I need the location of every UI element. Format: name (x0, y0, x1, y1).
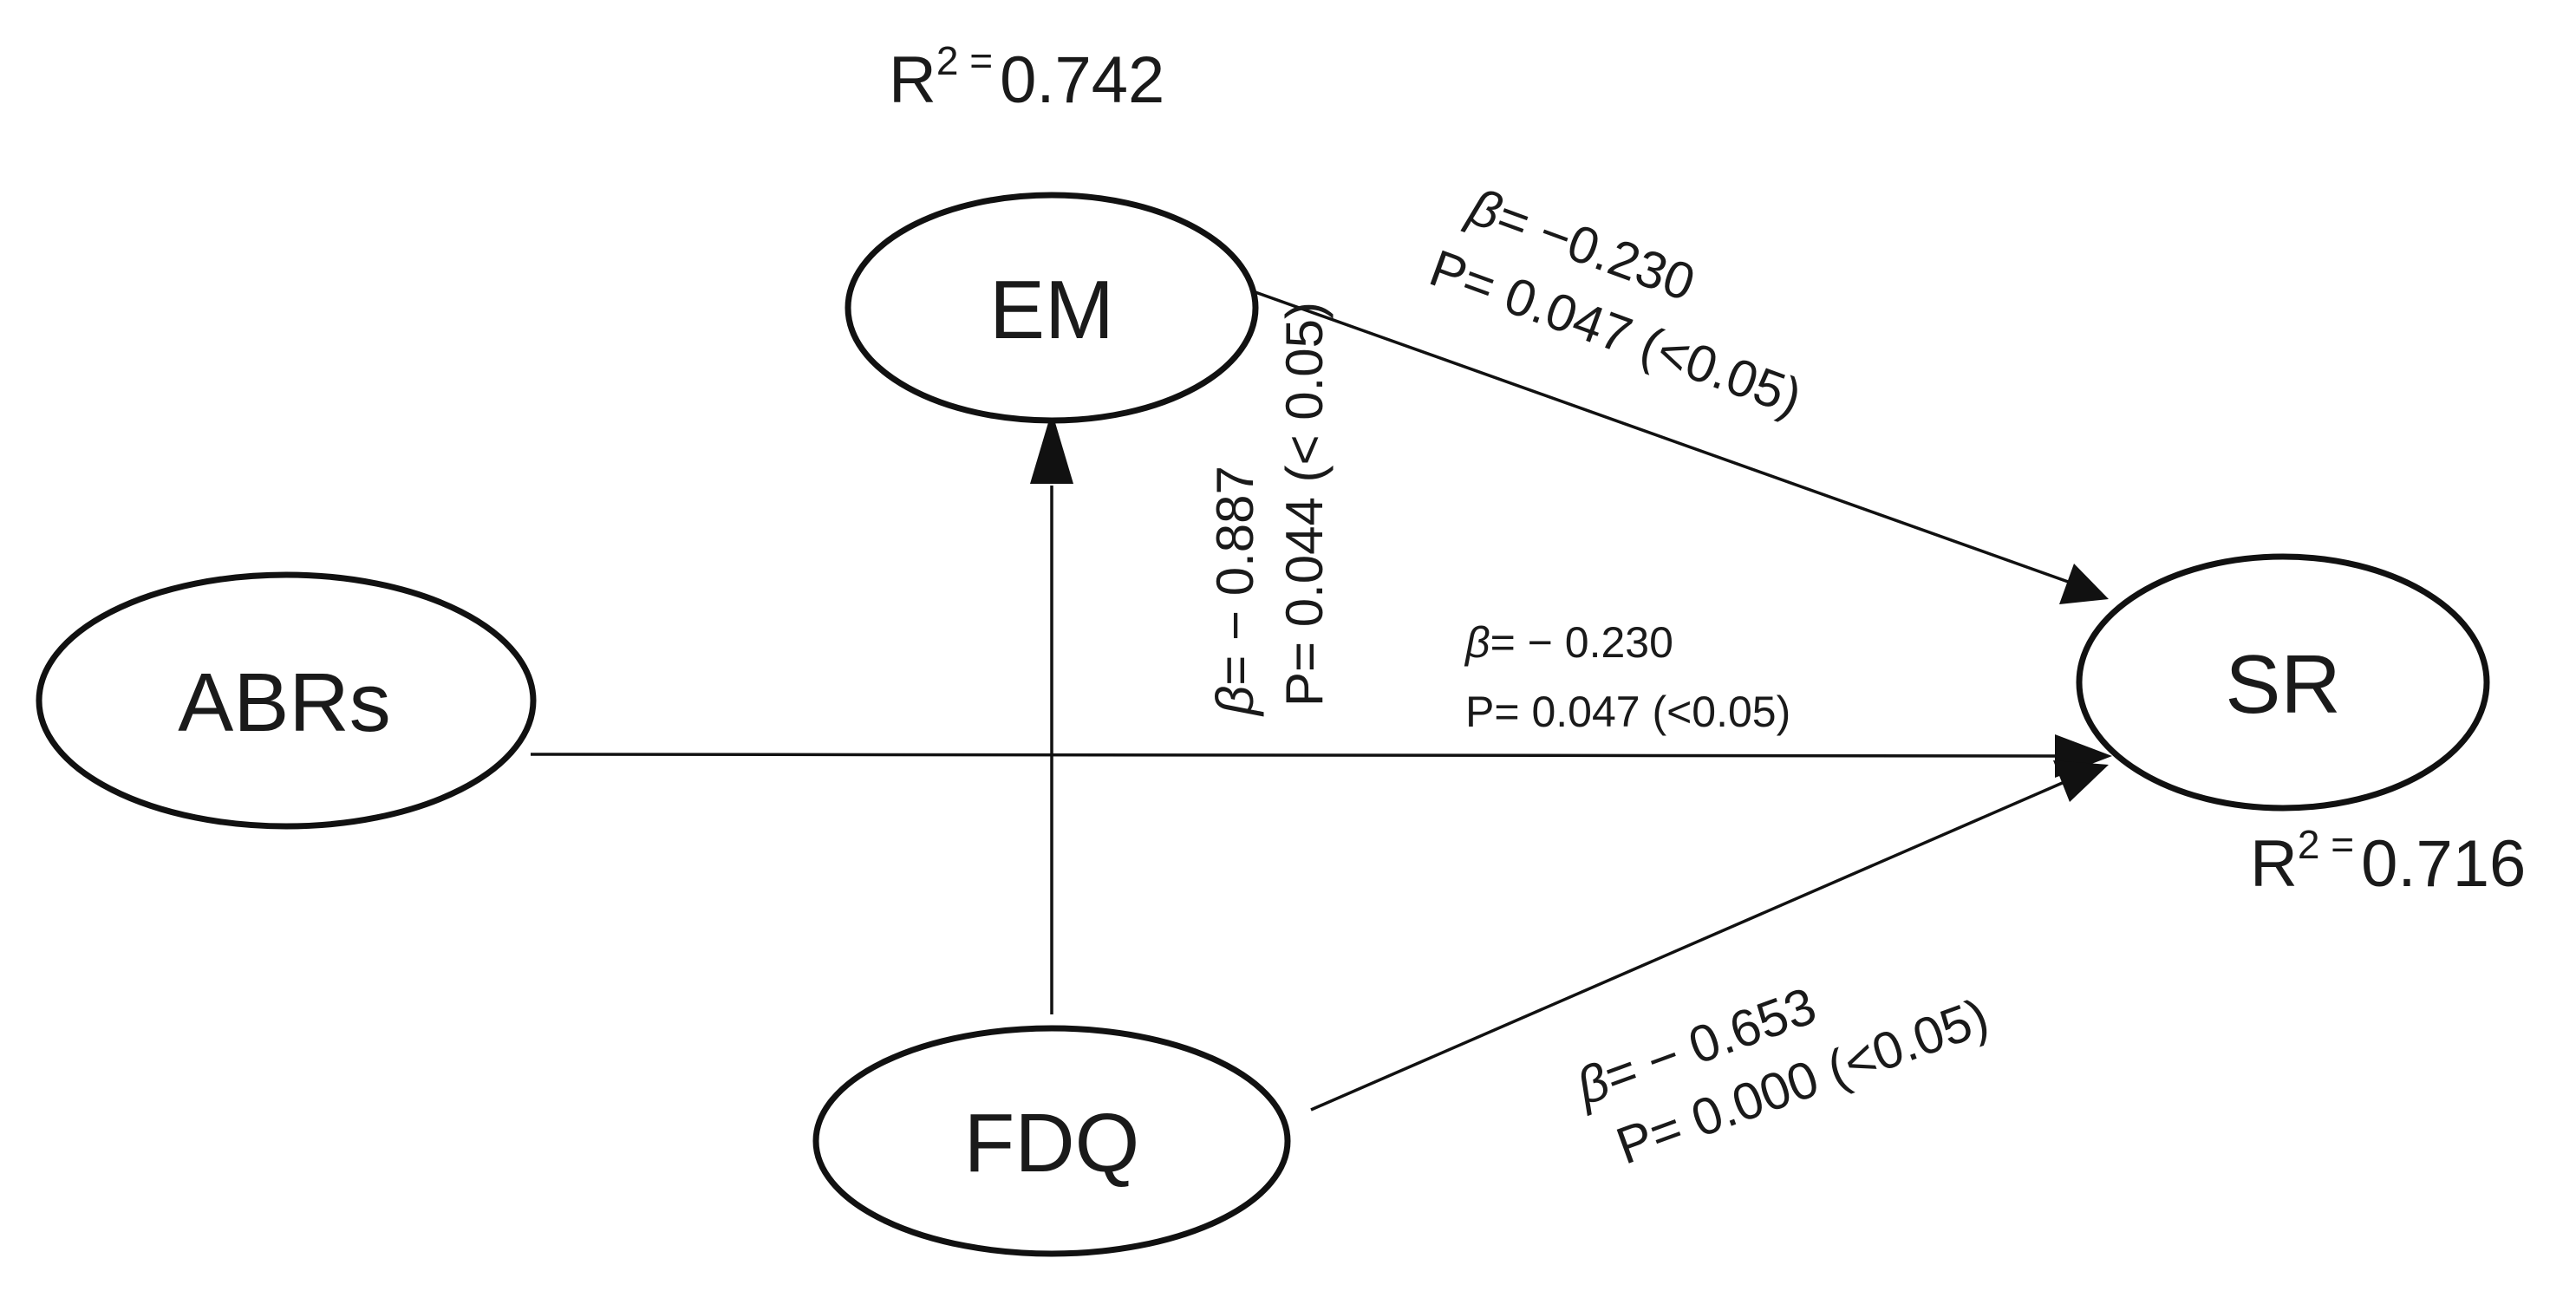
beta-value-fdq-to-em: = − 0.887 (1206, 466, 1264, 686)
r-squared-sr: R2 =0.716 (2250, 822, 2526, 901)
edge-fdq-to-sr (1310, 777, 2073, 1112)
r-squared-sr-prefix: R (2250, 827, 2298, 901)
r-squared-sr-value: 0.716 (2361, 827, 2526, 901)
node-em (845, 192, 1259, 424)
path-label-abrs-to-sr: β= − 0.230 P= 0.047 (<0.05) (1464, 618, 1790, 736)
arrowhead-em-to-sr (2059, 564, 2109, 604)
svg-text:R2 =0.742: R2 =0.742 (889, 38, 1164, 117)
r-squared-em-sup: 2 = (936, 38, 993, 83)
arrowhead-em (1030, 411, 1073, 484)
beta-value-abrs-to-sr: = − 0.230 (1490, 618, 1673, 667)
node-label-sr: SR (2225, 638, 2340, 731)
node-label-em: EM (989, 264, 1114, 356)
r-squared-em: R2 =0.742 (889, 38, 1164, 117)
edge-abrs-to-sr (530, 753, 2077, 758)
beta-symbol: β (1206, 686, 1264, 717)
r-squared-em-prefix: R (889, 43, 936, 117)
node-label-fdq: FDQ (964, 1097, 1140, 1190)
svg-text:β= − 0.887: β= − 0.887 (1206, 466, 1264, 717)
arrowhead-fdq-to-sr (2053, 760, 2109, 802)
edge-em-to-sr (1252, 290, 2071, 584)
r-squared-sr-sup: 2 = (2298, 822, 2354, 867)
p-value-fdq-to-em: P= 0.044 (< 0.05) (1275, 302, 1334, 707)
beta-symbol: β (1464, 618, 1490, 667)
node-fdq (812, 1025, 1291, 1257)
svg-text:β= − 0.230: β= − 0.230 (1464, 618, 1673, 667)
path-label-em-to-sr: β= −0.230 P= 0.047 (<0.05) (1423, 177, 1810, 427)
path-label-fdq-to-sr: β= − 0.653 P= 0.000 (<0.05) (1568, 976, 1996, 1176)
node-label-abrs: ABRs (178, 656, 390, 749)
node-sr (2076, 553, 2490, 812)
r-squared-em-value: 0.742 (1000, 43, 1164, 117)
node-abrs (36, 571, 537, 830)
svg-text:R2 =0.716: R2 =0.716 (2250, 822, 2526, 901)
p-value-abrs-to-sr: P= 0.047 (<0.05) (1465, 688, 1790, 736)
path-label-fdq-to-em: β= − 0.887 P= 0.044 (< 0.05) (1206, 302, 1334, 717)
